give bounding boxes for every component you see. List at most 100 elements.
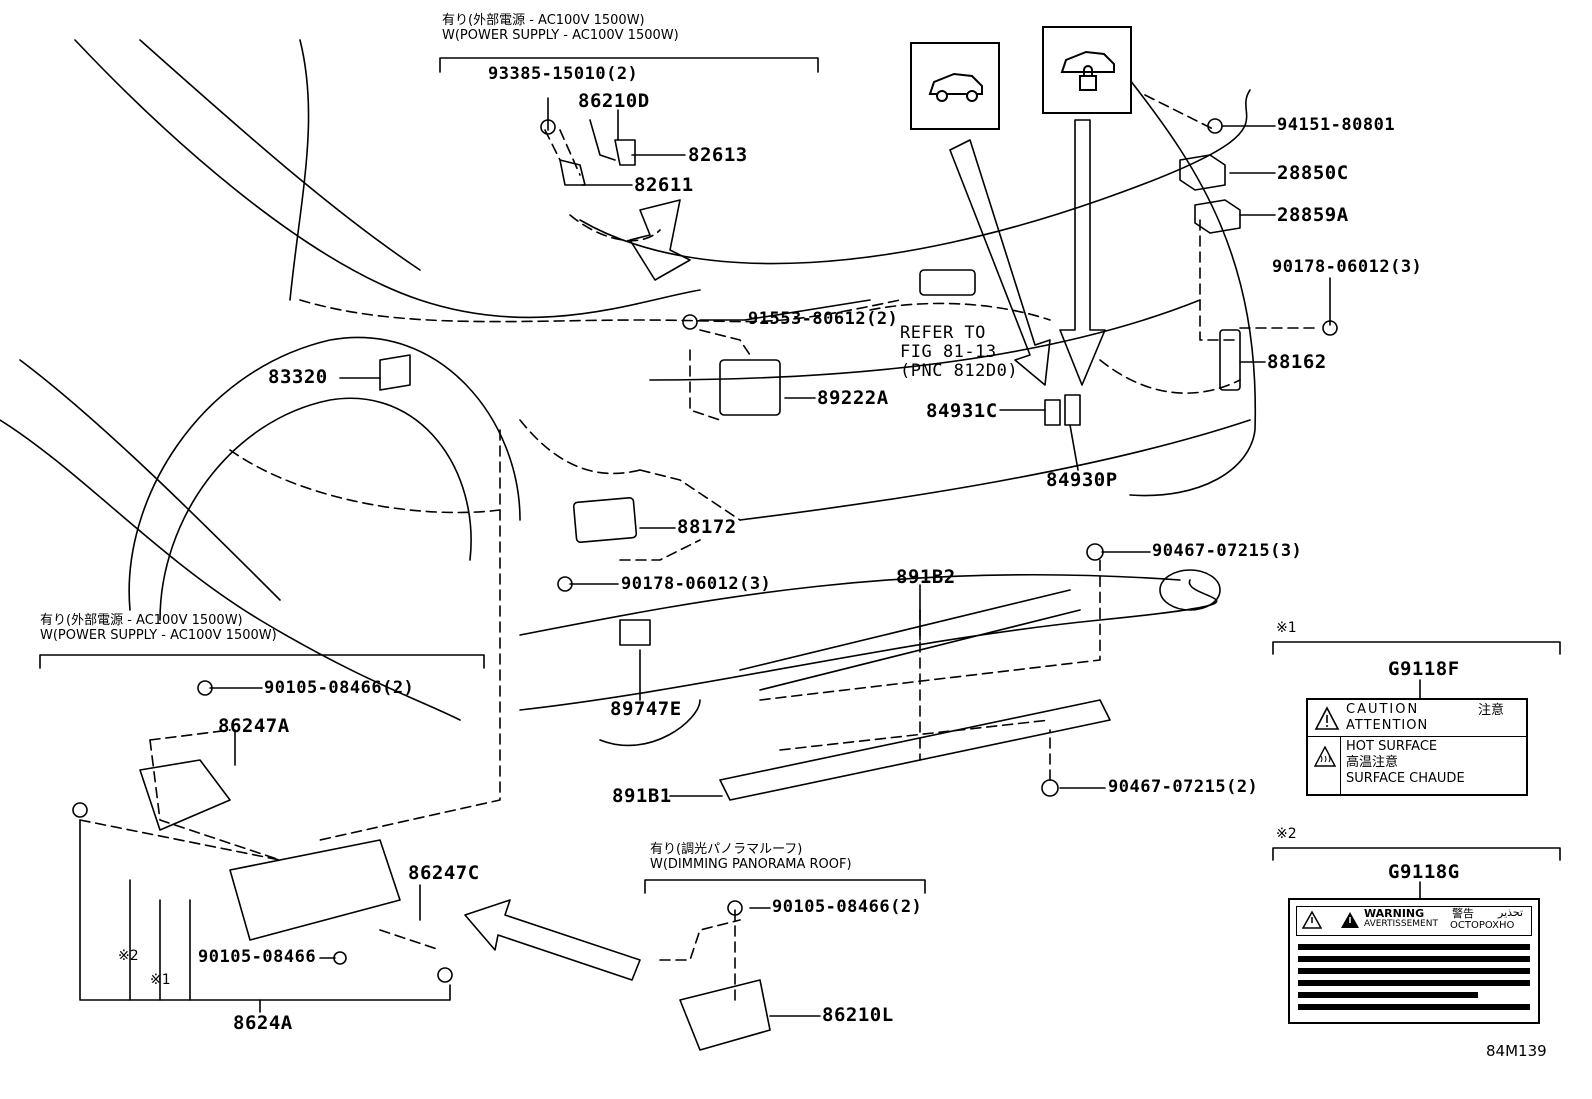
- figure-id: 84M139: [1486, 1042, 1547, 1060]
- body-outline: [139, 39, 421, 271]
- label-g-arabic: تحذير: [1498, 906, 1524, 919]
- label-g-warning: WARNING: [1364, 907, 1425, 920]
- bumper-line: [599, 699, 701, 747]
- warning-triangle-icon: [1341, 912, 1359, 928]
- text-block: [1298, 968, 1530, 974]
- part-label-90178-b: 90178-06012(3): [621, 574, 772, 594]
- part-28850C: [1179, 154, 1226, 191]
- text-block: [1298, 956, 1530, 962]
- part-label-90467-b: 90467-07215(2): [1108, 777, 1259, 797]
- bolt: [437, 967, 453, 983]
- part-label-83320: 83320: [268, 366, 328, 388]
- part-label-90105-b: 90105-08466: [198, 947, 317, 967]
- part-label-891B2: 891B2: [896, 566, 956, 588]
- left-mark-2: ※2: [118, 948, 139, 964]
- part-label-28859A: 28859A: [1277, 204, 1349, 226]
- part-86210D: [589, 119, 616, 161]
- car-lock-icon: [1060, 50, 1115, 91]
- label-f-attention: ATTENTION: [1346, 718, 1429, 733]
- part-label-89222A: 89222A: [817, 387, 889, 409]
- text-block: [1298, 1004, 1530, 1010]
- nut: [557, 576, 573, 592]
- part-label-86210L: 86210L: [822, 1004, 894, 1026]
- caution-label-G9118F: CAUTION ATTENTION 注意 HOT SURFACE 高温注意 SU…: [1306, 698, 1528, 796]
- warning-label-G9118G: WARNING AVERTISSEMENT 警告 OCTOPOXHO تحذير: [1288, 898, 1540, 1024]
- nut: [1322, 320, 1338, 336]
- car-side-icon-box: [910, 42, 1000, 130]
- part-82611: [559, 159, 586, 186]
- part-label-88162: 88162: [1267, 351, 1327, 373]
- part-label-891B1: 891B1: [612, 785, 672, 807]
- part-8624A: [229, 839, 401, 941]
- clip: [1041, 779, 1059, 797]
- hot-surface-icon: [1314, 746, 1336, 767]
- body-outline: [0, 419, 461, 721]
- bolt: [333, 951, 347, 965]
- part-label-90105-c: 90105-08466(2): [772, 897, 923, 917]
- direction-arrow: [1059, 119, 1106, 386]
- part-label-8624A: 8624A: [233, 1012, 293, 1034]
- left-mark-1: ※1: [150, 972, 171, 988]
- label-f-kouon: 高温注意: [1346, 755, 1399, 770]
- label-f-hot: HOT SURFACE: [1346, 739, 1438, 754]
- bumper-line: [519, 579, 1218, 711]
- label-g-avert: AVERTISSEMENT: [1364, 919, 1438, 929]
- clip: [1086, 543, 1104, 561]
- mark-2: ※2: [1276, 826, 1297, 842]
- body-outline: [74, 39, 701, 319]
- text-block: [1298, 980, 1530, 986]
- text-block: [1298, 992, 1478, 998]
- part-label-90105-a: 90105-08466(2): [264, 678, 415, 698]
- text-block: [1298, 944, 1530, 950]
- part-label-93385: 93385-15010(2): [488, 64, 639, 84]
- bumper-line: [519, 573, 1181, 636]
- direction-arrow: [464, 899, 641, 981]
- part-88162: [1219, 329, 1241, 391]
- label-f-chaude: SURFACE CHAUDE: [1346, 771, 1465, 786]
- part-84930P: [1064, 394, 1081, 426]
- car-lock-icon-box: [1042, 26, 1132, 114]
- exhaust-tip: [1159, 569, 1221, 611]
- part-82613: [614, 139, 636, 166]
- gate-line: [1129, 79, 1257, 497]
- power-supply-note-top: 有り(外部電源 - AC100V 1500W) W(POWER SUPPLY -…: [442, 13, 679, 43]
- wheel-arch: [159, 397, 472, 621]
- part-86210L: [679, 979, 771, 1051]
- part-label-82613: 82613: [688, 144, 748, 166]
- mark-1: ※1: [1276, 620, 1297, 636]
- warning-triangle-icon: [1302, 910, 1322, 929]
- part-label-86247A: 86247A: [218, 715, 290, 737]
- dimming-roof-note: 有り(調光パノラマルーフ) W(DIMMING PANORAMA ROOF): [650, 842, 852, 872]
- wheel-arch: [128, 336, 521, 611]
- part-label-89747E: 89747E: [610, 698, 682, 720]
- part-891B1: [719, 699, 1111, 801]
- part-86247A: [139, 759, 231, 831]
- label-g-ostorozhno: OCTOPOXHO: [1450, 920, 1515, 931]
- nut: [1207, 118, 1223, 134]
- part-label-G9118F: G9118F: [1388, 658, 1460, 680]
- part-891B2: [739, 589, 1081, 691]
- part-83320: [379, 354, 411, 391]
- label-f-chui: 注意: [1478, 703, 1505, 718]
- part-88172: [572, 496, 638, 544]
- part-label-88172: 88172: [677, 516, 737, 538]
- part-label-91553: 91553-80612(2): [748, 309, 899, 329]
- label-f-caution: CAUTION: [1346, 702, 1420, 717]
- part-label-86210D: 86210D: [578, 90, 650, 112]
- part-84931C: [1044, 399, 1061, 426]
- part-28859A: [1194, 199, 1241, 234]
- bolt: [727, 900, 743, 916]
- gate-line: [739, 419, 1251, 521]
- gate-line: [649, 299, 1201, 381]
- part-label-G9118G: G9118G: [1388, 861, 1460, 883]
- gate-line: [579, 89, 1251, 265]
- part-89747E: [619, 619, 651, 646]
- label-g-keikoku: 警告: [1452, 907, 1474, 920]
- part-label-28850C: 28850C: [1277, 162, 1349, 184]
- bolt: [197, 680, 213, 696]
- part-label-86247C: 86247C: [408, 862, 480, 884]
- handle-parts: [919, 269, 976, 296]
- part-label-84931C: 84931C: [926, 400, 998, 422]
- part-label-90467-a: 90467-07215(3): [1152, 541, 1303, 561]
